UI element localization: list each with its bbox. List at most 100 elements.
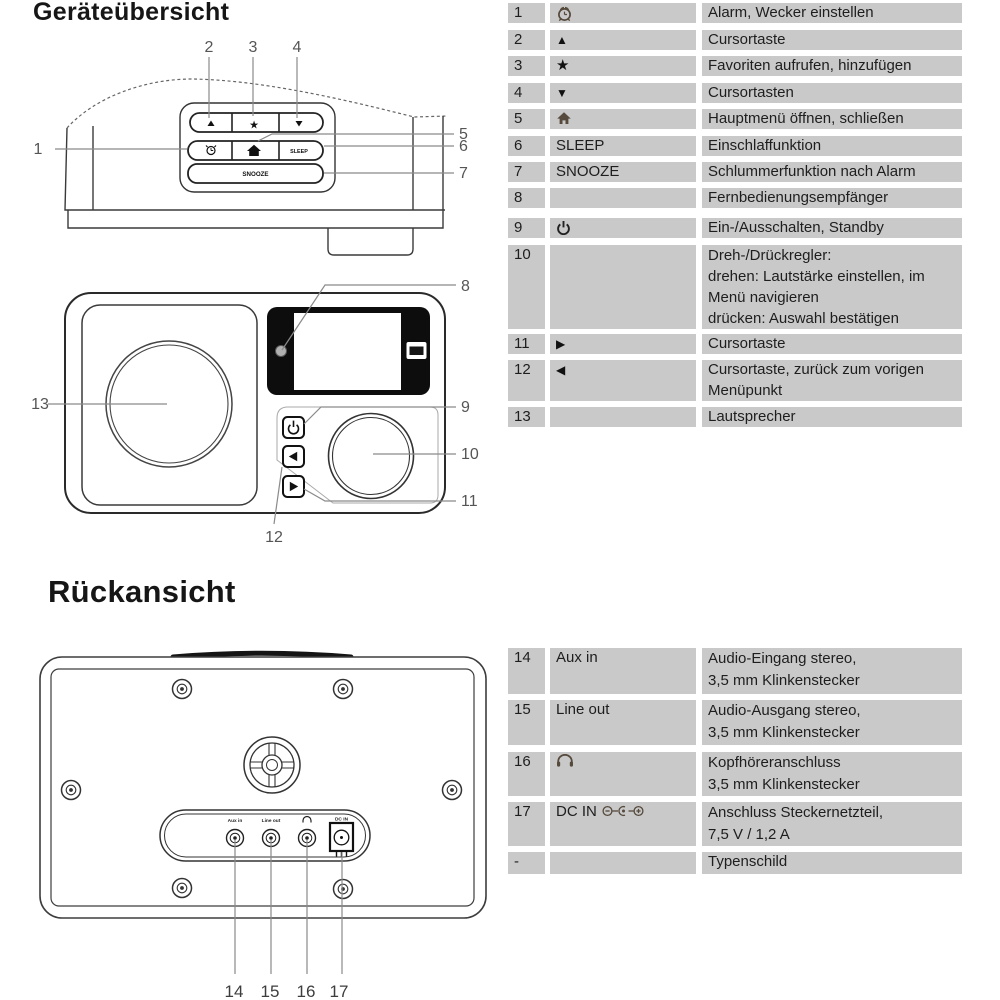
key-cell: ▼ [550, 83, 696, 103]
description-cell: Ein-/Ausschalten, Standby [702, 218, 962, 238]
power-button-icon [287, 420, 300, 435]
front-view-drawing: 8 9 10 11 12 13 [31, 278, 479, 546]
key-label: Aux in [556, 649, 598, 666]
description-cell: Audio-Ausgang stereo,3,5 mm Klinkensteck… [702, 700, 962, 745]
key-label: SLEEP [556, 137, 605, 154]
triangle-up-icon: ▲ [556, 33, 568, 47]
rear-top-panel-edge [170, 650, 354, 660]
description-line: Einschlaffunktion [708, 137, 822, 154]
row-number-cell: 10 [508, 245, 545, 329]
row-number-cell: 16 [508, 752, 545, 796]
row-number-cell: 13 [508, 407, 545, 427]
button-dividers [231, 113, 280, 160]
svg-text:15: 15 [261, 982, 280, 1000]
sleep-button-label: SLEEP [290, 149, 308, 155]
description-cell: Favoriten aufrufen, hinzufügen [702, 56, 962, 76]
row-number-cell: 4 [508, 83, 545, 103]
favorites-star-icon: ★ [249, 120, 259, 132]
headphone-port-icon [302, 815, 312, 823]
row-number-cell: 6 [508, 136, 545, 156]
description-line: Cursortaste [708, 335, 786, 352]
description-line: Typenschild [708, 853, 788, 870]
svg-text:7: 7 [459, 165, 468, 182]
key-cell: DC IN [550, 802, 696, 846]
description-line: Fernbedienungsempfänger [708, 189, 889, 206]
description-line: drücken: Auswahl bestätigen [708, 310, 899, 327]
top-body-outline [64, 127, 445, 211]
top-silhouette-dashed [66, 78, 448, 129]
key-cell [550, 218, 696, 238]
row-number-cell: 5 [508, 109, 545, 129]
cursor-up-icon [207, 120, 215, 126]
speaker-panel [81, 304, 258, 506]
description-cell: Cursortaste [702, 334, 962, 354]
rotary-knob-inner [331, 416, 411, 496]
svg-text:6: 6 [459, 138, 468, 155]
description-line: Anschluss Steckernetzteil, [708, 804, 884, 821]
row-number-cell: 8 [508, 188, 545, 208]
snooze-button[interactable] [187, 163, 324, 184]
svg-text:13: 13 [31, 396, 49, 413]
description-cell: Schlummerfunktion nach Alarm [702, 162, 962, 182]
description-line: 3,5 mm Klinkenstecker [708, 672, 860, 689]
svg-text:10: 10 [461, 446, 479, 463]
cursor-left-icon [288, 451, 298, 462]
power-icon [556, 220, 571, 235]
ir-sensor [275, 345, 287, 357]
key-cell [550, 109, 696, 129]
svg-text:11: 11 [461, 493, 478, 510]
alarm-button-icon [205, 145, 217, 156]
key-cell: Line out [550, 700, 696, 745]
row-number-cell: 9 [508, 218, 545, 238]
description-line: 7,5 V / 1,2 A [708, 826, 790, 843]
key-cell: ▶ [550, 334, 696, 354]
svg-text:9: 9 [461, 399, 470, 416]
key-cell: SNOOZE [550, 162, 696, 182]
svg-text:17: 17 [330, 982, 349, 1000]
aux-in-port-label: Aux in [228, 818, 243, 824]
screw [332, 878, 354, 900]
screws [60, 678, 463, 900]
description-line: 3,5 mm Klinkenstecker [708, 776, 860, 793]
description-line: Lautsprecher [708, 408, 796, 425]
dc-in-socket[interactable] [328, 821, 355, 857]
rear-callout-labels: 14 15 16 17 [225, 982, 349, 1000]
row-number-cell: 11 [508, 334, 545, 354]
display-screen [294, 313, 401, 390]
cursor-down-icon [295, 121, 303, 127]
control-recess [276, 406, 439, 504]
description-cell: Fernbedienungsempfänger [702, 188, 962, 208]
key-cell: ★ [550, 56, 696, 76]
description-cell: Alarm, Wecker einstellen [702, 3, 962, 23]
key-cell [550, 407, 696, 427]
screw [60, 779, 82, 801]
top-callout-labels: 2 3 4 1 5 6 7 [34, 39, 468, 182]
rotary-knob[interactable] [327, 412, 415, 500]
screw [171, 678, 193, 700]
row-number-cell: 15 [508, 700, 545, 745]
row-number-cell: 17 [508, 802, 545, 846]
rear-body [39, 656, 487, 919]
svg-text:12: 12 [265, 529, 283, 546]
front-section-title: Geräteübersicht [33, 0, 230, 26]
key-cell: ◀ [550, 360, 696, 401]
description-line: Ein-/Ausschalten, Standby [708, 219, 884, 236]
connector-recess-inner [164, 813, 366, 858]
row-number-cell: 3 [508, 56, 545, 76]
row-number-cell: 14 [508, 648, 545, 694]
top-base [67, 116, 444, 229]
description-cell: Anschluss Steckernetzteil, 7,5 V / 1,2 A [702, 802, 962, 846]
brand-logo-mark [409, 346, 424, 355]
home-button-icon [247, 144, 261, 156]
description-line: Schlummerfunktion nach Alarm [708, 163, 916, 180]
row-number-cell: 7 [508, 162, 545, 182]
description-line: Favoriten aufrufen, hinzufügen [708, 57, 912, 74]
rear-section-title: Rückansicht [48, 574, 236, 609]
power-button[interactable] [282, 416, 305, 439]
description-cell: Audio-Eingang stereo,3,5 mm Klinkensteck… [702, 648, 962, 694]
description-line: Cursortaste, zurück zum vorigen [708, 361, 924, 378]
alarm-clock-icon [556, 5, 573, 22]
front-body [64, 292, 446, 514]
description-line: 3,5 mm Klinkenstecker [708, 724, 860, 741]
